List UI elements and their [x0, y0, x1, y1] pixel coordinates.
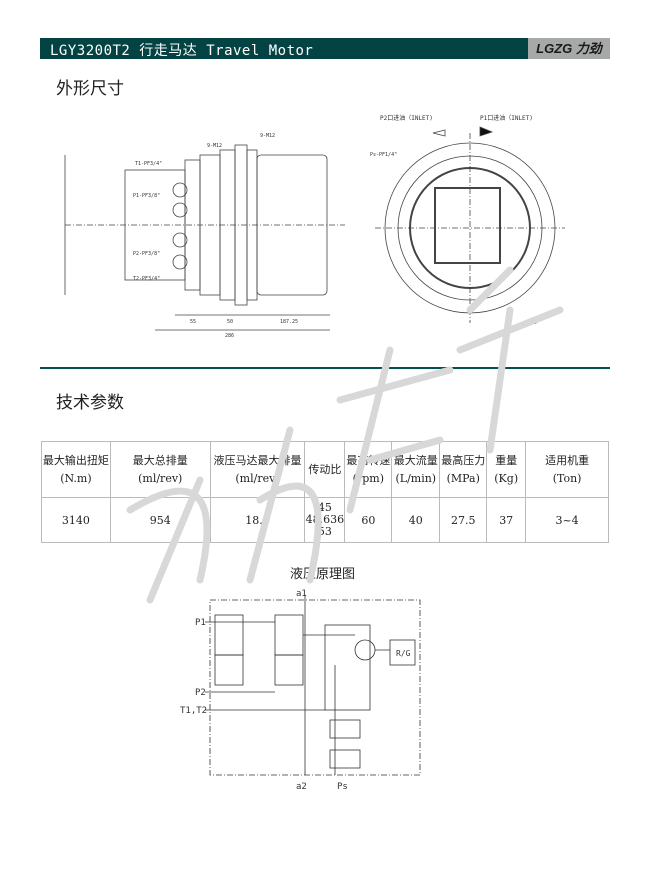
hydraulic-schematic: a1 P1 P2 T1,T2 R/G a2 Ps: [180, 589, 421, 792]
page-title: LGY3200T2 行走马达 Travel Motor: [50, 43, 314, 59]
header-cell: 最大总排量(ml/rev): [109, 441, 211, 498]
section-dimensions: 外形尺寸: [56, 79, 124, 99]
label-p2: P2-PF3/8": [133, 251, 160, 257]
label-286: 286: [225, 333, 234, 339]
arrow-right-icon: [479, 126, 494, 137]
header-cell: 最高压力(MPa): [439, 441, 488, 498]
label-m12a: 9-M12: [207, 143, 222, 149]
port-p1: P1: [195, 618, 206, 628]
label-p1-inlet: P1口进油（INLET): [480, 114, 533, 122]
label-187: 187.25: [280, 319, 298, 325]
arrow-left-icon: [432, 129, 446, 137]
label-55: 55: [190, 319, 196, 325]
label-p1: P1-PF3/8": [133, 193, 160, 199]
side-view-drawing: T1-PF3/4" P1-PF3/8" P2-PF3/8" T2-PF3/4" …: [64, 133, 345, 339]
label-rg: R/G: [396, 649, 411, 658]
watermark: [126, 266, 564, 604]
header-cell: 重量(Kg): [486, 441, 527, 498]
value-cell: 954: [109, 497, 211, 543]
value-cell: 3140: [41, 497, 111, 543]
title-bar: LGY3200T2 行走马达 Travel Motor LGZG 力劲: [40, 38, 610, 59]
section-hydraulic: 液压原理图: [290, 567, 356, 582]
port-p2: P2: [195, 688, 206, 698]
label-t2: T2-PF3/4": [133, 276, 160, 282]
value-cell: 40: [391, 497, 441, 543]
label-t1: T1-PF3/4": [135, 161, 162, 167]
header-cell: 最大输出扭矩(N.m): [41, 441, 111, 498]
front-view-drawing: P2口进油（INLET) P1口进油（INLET) Ps-PF1/4" 48.5: [370, 114, 565, 326]
port-a2: a2: [296, 782, 307, 792]
label-50: 50: [227, 319, 233, 325]
label-m12b: 9-M12: [260, 133, 275, 139]
label-ps: Ps-PF1/4": [370, 152, 397, 158]
port-ps: Ps: [337, 782, 348, 792]
port-a1: a1: [296, 589, 307, 599]
port-t: T1,T2: [180, 706, 207, 716]
specs-table: 最大输出扭矩(N.m) 最大总排量(ml/rev) 液压马达最大排量(ml/re…: [41, 441, 609, 543]
value-cell: 3~4: [525, 497, 609, 543]
brand-logo: LGZG 力劲: [528, 38, 610, 59]
value-cell: 27.5: [439, 497, 488, 543]
value-cell: 37: [486, 497, 527, 543]
section-divider: [40, 367, 610, 369]
section-specs: 技术参数: [56, 393, 124, 413]
label-p2-inlet: P2口进油（INLET): [380, 114, 433, 122]
